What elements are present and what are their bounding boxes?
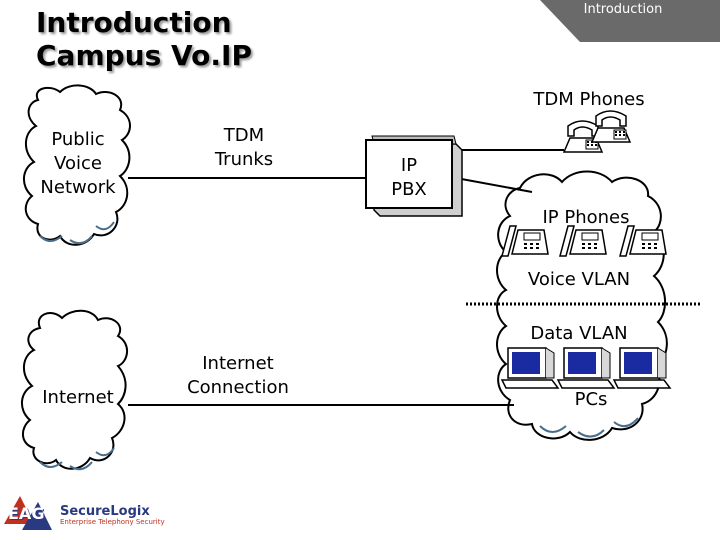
data-vlan-label: Data VLAN — [530, 323, 628, 344]
logo-icon — [4, 496, 52, 530]
internet-cloud — [21, 309, 128, 470]
logo-main: EAG — [8, 504, 45, 523]
ip-phone-icon — [619, 225, 667, 257]
tdm-phone-icon — [591, 110, 631, 143]
section-label: Introduction — [583, 2, 663, 17]
internet-connection-label: Internet Connection — [187, 353, 289, 398]
title-line-2: Campus Vo.IP — [36, 39, 252, 72]
ip-phone-icon — [501, 225, 549, 257]
voice-vlan-label: Voice VLAN — [527, 269, 631, 290]
pc-icon — [613, 347, 671, 389]
tdm-phones-label: TDM Phones — [533, 89, 645, 110]
title-line-1: Introduction — [36, 6, 232, 39]
pc-icon — [557, 347, 615, 389]
pbx-label: IP PBX — [391, 155, 427, 200]
ip-phone-icon — [559, 225, 607, 257]
tdm-trunks-label: TDM Trunks — [214, 125, 274, 170]
logo-brand: SecureLogix — [60, 504, 150, 519]
pc-icon — [501, 347, 559, 389]
pstn-cloud — [23, 84, 131, 246]
pcs-label: PCs — [574, 389, 608, 410]
ip-phones-label: IP Phones — [542, 207, 630, 228]
pstn-cloud-label: Public Voice Network — [40, 129, 116, 198]
internet-cloud-label: Internet — [42, 387, 114, 408]
section-tab — [540, 0, 720, 42]
logo-tagline: Enterprise Telephony Security — [60, 518, 165, 526]
page-title: Introduction Campus Vo.IP — [36, 6, 252, 72]
